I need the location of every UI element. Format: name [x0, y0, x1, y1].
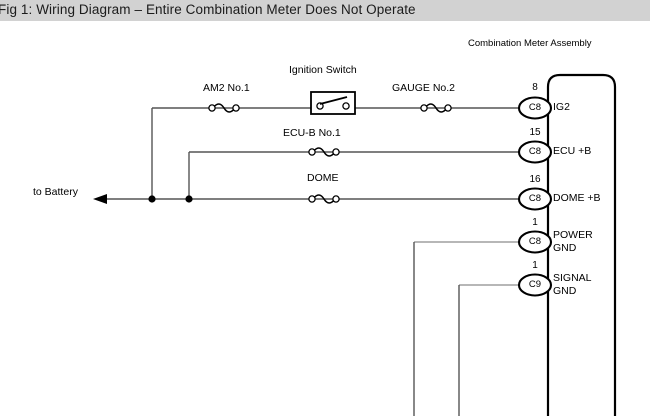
ignition-switch-symbol: [310, 91, 356, 115]
pin-number-ecub: 15: [529, 127, 541, 138]
terminal-oval-ecub: [517, 140, 553, 164]
terminal-name-domeb: DOME +B: [553, 192, 601, 204]
terminal-name-ig2: IG2: [553, 101, 570, 113]
pin-number-domeb: 16: [529, 174, 541, 185]
terminal-name-power-gnd: POWER: [553, 229, 593, 241]
connector-code-domeb: C8: [528, 193, 542, 204]
terminal-oval-domeb: [517, 187, 553, 211]
fuse-symbol-dome: [308, 194, 340, 204]
terminal-name-power-gnd-line2: GND: [553, 242, 577, 254]
terminal-oval-signal-gnd: [517, 273, 553, 297]
figure-title-text: Fig 1: Wiring Diagram – Entire Combinati…: [0, 2, 416, 17]
battery-arrow-icon: [93, 194, 107, 204]
battery-label: to Battery: [33, 186, 78, 198]
fuse-label-gauge: GAUGE No.2: [392, 82, 456, 94]
figure-title-bar: Fig 1: Wiring Diagram – Entire Combinati…: [0, 0, 650, 21]
terminal-oval-ig2: [517, 96, 553, 120]
fuse-label-dome: DOME: [307, 172, 339, 184]
terminal-name-signal-gnd: SIGNAL: [553, 272, 592, 284]
assembly-label: Combination Meter Assembly: [468, 38, 592, 49]
terminal-name-signal-gnd-line2: GND: [553, 285, 577, 297]
connector-code-signal-gnd: C9: [528, 279, 542, 290]
fuse-label-ecub: ECU-B No.1: [283, 127, 341, 139]
pin-number-power-gnd: 1: [532, 217, 538, 228]
pin-number-signal-gnd: 1: [532, 260, 538, 271]
fuse-symbol-gauge: [420, 103, 452, 113]
connector-code-power-gnd: C8: [528, 236, 542, 247]
terminal-oval-power-gnd: [517, 230, 553, 254]
fuse-symbol-am2: [208, 103, 240, 113]
combination-meter-assembly-box: [546, 73, 617, 416]
ignition-switch-label: Ignition Switch: [289, 64, 357, 76]
pin-number-ig2: 8: [532, 82, 538, 93]
fuse-label-am2: AM2 No.1: [203, 82, 250, 94]
terminal-name-ecub: ECU +B: [553, 145, 592, 157]
connector-code-ecub: C8: [528, 146, 542, 157]
connector-code-ig2: C8: [528, 102, 542, 113]
junction-dot-ig2: [148, 195, 156, 203]
junction-dot-ecub: [185, 195, 193, 203]
fuse-symbol-ecub: [308, 147, 340, 157]
